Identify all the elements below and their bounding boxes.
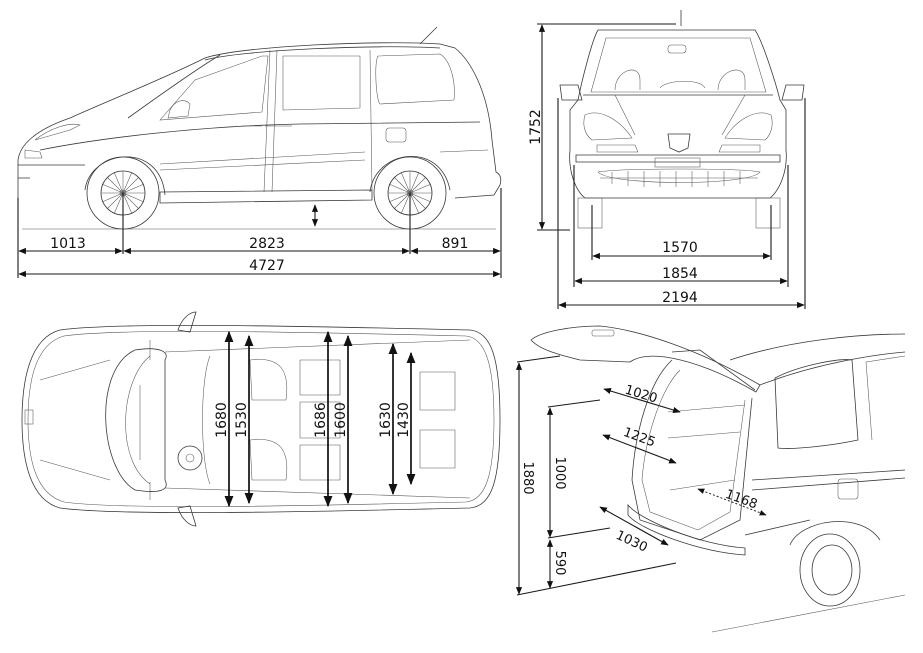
brand-logo-icon [667, 133, 691, 153]
top-brand-logo-icon [24, 409, 34, 425]
middle-hip-width-label: 1600 [333, 402, 349, 438]
wheelbase-label: 2823 [249, 236, 285, 252]
max-cargo-width-line [602, 434, 677, 464]
rear-shoulder-width-label: 1630 [378, 402, 394, 438]
front-overhang-label: 1013 [50, 236, 86, 252]
opening-height-label: 1000 [552, 456, 567, 489]
front-view: 1752 1570 1854 2194 [528, 10, 806, 309]
rear-car-body [530, 325, 906, 633]
sill-width-line [599, 506, 669, 546]
max-cargo-width-label: 1225 [621, 425, 657, 450]
height-label: 1752 [528, 109, 544, 145]
top-car-body [21, 311, 501, 527]
sill-height-label: 590 [552, 551, 567, 576]
cargo-length-line [697, 488, 767, 516]
track-label: 1570 [662, 240, 698, 256]
rear-overhang-label: 891 [442, 236, 469, 252]
top-view: 1680 1530 1686 1600 1630 1430 [21, 311, 501, 527]
front-car-body [559, 10, 805, 229]
width-mirrors-label: 2194 [662, 290, 698, 306]
middle-shoulder-width-label: 1686 [313, 402, 329, 438]
front-shoulder-width-label: 1680 [214, 402, 230, 438]
rear-view: 1880 1000 590 1020 1225 1168 1030 [515, 325, 906, 633]
steering-wheel-icon [177, 445, 203, 471]
front-hip-width-label: 1530 [234, 402, 250, 438]
width-label: 1854 [662, 266, 698, 282]
rear-hip-width-label: 1430 [396, 402, 412, 438]
tailgate-open-height-label: 1880 [520, 461, 535, 494]
side-view: 1013 2823 891 4727 [17, 26, 502, 278]
upper-opening-width-line [603, 388, 681, 413]
overall-length-label: 4727 [249, 258, 285, 274]
side-car-body [17, 26, 502, 230]
